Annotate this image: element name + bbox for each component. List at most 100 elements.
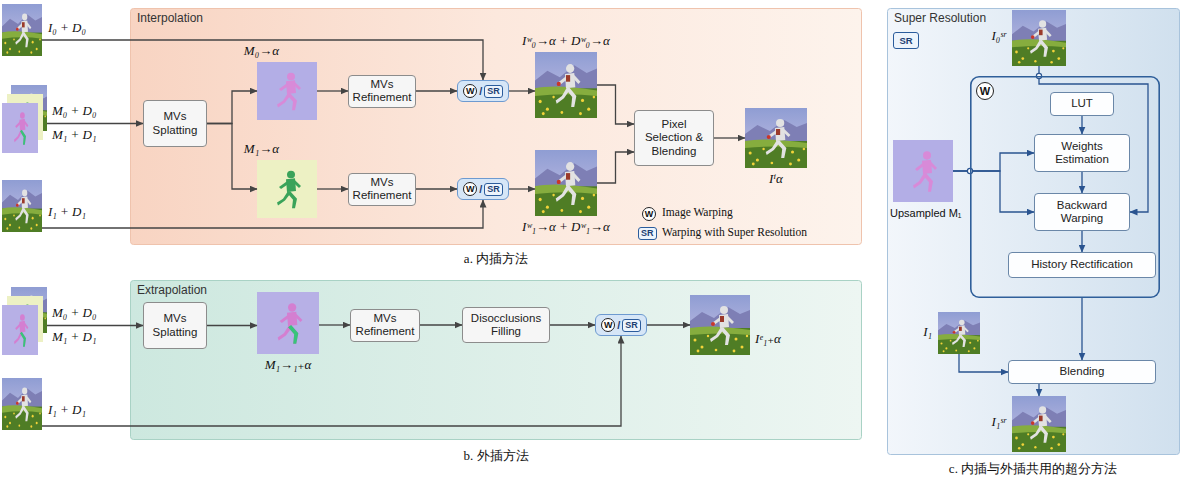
frame-thumbnail bbox=[2, 103, 38, 153]
frame-thumbnail bbox=[2, 378, 42, 430]
flow-arrow bbox=[953, 153, 1034, 171]
panel-background bbox=[888, 9, 1180, 455]
warping-block: W LUT Weights EstimationBackward WarpingHi… bbox=[970, 76, 1160, 298]
frame-thumbnail bbox=[535, 52, 597, 118]
warp-badge: W/SR bbox=[457, 178, 509, 200]
flow-arrow bbox=[550, 324, 595, 325]
image-label: I₁ + D₁ bbox=[48, 204, 86, 219]
process-box: LUT bbox=[1050, 92, 1114, 116]
panel-caption: c. 内插与外插共用的超分方法 bbox=[949, 460, 1117, 478]
box-text: MVs Refinement bbox=[352, 78, 412, 104]
flow-arrow bbox=[509, 90, 535, 91]
warp-badge: W/SR bbox=[595, 314, 647, 336]
flow-arrow bbox=[1081, 231, 1082, 252]
panel-background bbox=[131, 281, 862, 440]
image-thumbnail: Iʷ₀→α + Dʷ₀→α bbox=[535, 52, 597, 118]
image-thumbnail: Iⁱα bbox=[745, 108, 807, 168]
image-label: I₁ + D₁ bbox=[48, 402, 86, 417]
image-thumbnail: I₁ + D₁ bbox=[2, 378, 42, 430]
legend-item: Image Warping bbox=[662, 206, 733, 218]
legend-text: Warping with Super Resolution bbox=[662, 226, 807, 238]
flow-arrow bbox=[207, 91, 257, 124]
flow-arrow bbox=[959, 354, 1008, 372]
flow-arrow bbox=[416, 90, 457, 91]
process-box: Disocclusions Filling bbox=[462, 307, 550, 343]
image-label: M₁ + D₁ bbox=[52, 329, 97, 344]
image-thumbnail: M₀→α bbox=[257, 62, 317, 120]
box-text: MVs Refinement bbox=[354, 312, 416, 338]
image-label: Iʷ₁→α + Dʷ₁→α bbox=[522, 219, 610, 234]
flow-arrow bbox=[597, 85, 634, 124]
flow-arrow bbox=[509, 188, 535, 189]
image-label: Iⁱα bbox=[769, 171, 783, 186]
image-thumbnail: I₀ + D₀ bbox=[2, 4, 42, 56]
flow-arrow bbox=[317, 188, 348, 189]
badge-text: / bbox=[479, 183, 482, 195]
box-text: History Rectification bbox=[1012, 258, 1152, 271]
image-label: I₀ˢʳ bbox=[992, 28, 1006, 43]
panel-caption: b. 外插方法 bbox=[464, 447, 529, 465]
frame-thumbnail bbox=[2, 305, 38, 355]
legend-item: Warping with Super Resolution bbox=[662, 226, 807, 238]
image-thumbnail: I₀ˢʳ bbox=[1012, 10, 1066, 66]
box-text: MVs Splatting bbox=[147, 110, 203, 136]
frame-thumbnail bbox=[690, 295, 750, 355]
frame-thumbnail bbox=[745, 108, 807, 168]
image-label: M₁→₁₊α bbox=[265, 357, 312, 372]
process-box: MVs Refinement bbox=[348, 75, 416, 108]
image-label: Upsampled M₁ bbox=[890, 206, 962, 221]
flow-arrow bbox=[207, 325, 257, 326]
flow-arrow bbox=[714, 137, 745, 138]
image-thumbnail: Iʷ₁→α + Dʷ₁→α bbox=[535, 150, 597, 216]
panel-background bbox=[131, 9, 862, 245]
badge-text: SR bbox=[622, 319, 641, 332]
flow-arrow bbox=[42, 336, 621, 426]
image-label: Iᵉ₁₊α bbox=[755, 331, 781, 346]
warp-symbol: W bbox=[976, 82, 994, 100]
image-label: M₁→α bbox=[244, 141, 279, 156]
image-label: Iʷ₀→α + Dʷ₀→α bbox=[522, 33, 610, 48]
process-box: Blending bbox=[1008, 360, 1156, 384]
box-text: MVs Splatting bbox=[147, 312, 203, 338]
warp-badge: W/SR bbox=[457, 80, 509, 102]
flow-arrow bbox=[47, 123, 143, 124]
flow-arrow bbox=[47, 325, 143, 326]
image-label: M₁ + D₁ bbox=[52, 127, 97, 142]
process-box: History Rectification bbox=[1008, 252, 1156, 278]
panel-title: Super Resolution bbox=[894, 11, 986, 25]
frame-thumbnail bbox=[2, 4, 42, 56]
badge-text: W bbox=[463, 84, 477, 98]
image-thumbnail: M₁→₁₊α bbox=[257, 292, 319, 354]
flow-arrow bbox=[319, 324, 350, 325]
junction-dot bbox=[1036, 73, 1041, 78]
box-text: SR bbox=[899, 35, 912, 46]
box-text: MVs Refinement bbox=[352, 176, 412, 202]
image-label: M₀ + D₀ bbox=[52, 305, 97, 320]
flow-arrow bbox=[42, 200, 483, 228]
badge-text: / bbox=[479, 85, 482, 97]
image-thumbnail: Iᵉ₁₊α bbox=[690, 295, 750, 355]
panel-title: Extrapolation bbox=[137, 283, 207, 297]
legend-symbol: W bbox=[642, 207, 656, 221]
flow-arrow bbox=[42, 40, 483, 80]
process-box: MVs Refinement bbox=[350, 309, 420, 342]
image-thumbnail: I₁ˢʳ bbox=[1012, 396, 1066, 452]
flow-arrow bbox=[953, 171, 1034, 212]
process-box: MVs Splatting bbox=[143, 302, 207, 349]
sr-tag: SR bbox=[893, 32, 919, 49]
image-thumbnail: I₁ + D₁ bbox=[2, 180, 42, 232]
frame-thumbnail bbox=[2, 180, 42, 232]
frame-thumbnail bbox=[1012, 396, 1066, 452]
panel-caption: a. 内插方法 bbox=[464, 250, 528, 268]
motion-thumbnail bbox=[257, 62, 317, 120]
box-text: Weights Estimation bbox=[1038, 140, 1126, 166]
box-text: Pixel Selection & Blending bbox=[638, 118, 710, 158]
image-label: I₁ bbox=[923, 324, 932, 339]
box-text: Backward Warping bbox=[1038, 199, 1126, 225]
badge-text: / bbox=[617, 319, 620, 331]
panel-region: InterpolationMVs SplattingM₀→αM₁→αMVs Re… bbox=[130, 8, 862, 245]
panel-title: Interpolation bbox=[137, 11, 203, 25]
